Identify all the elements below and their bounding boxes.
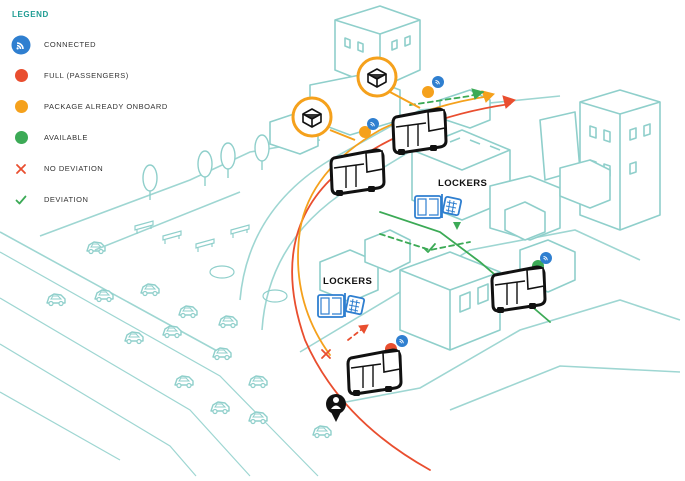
lockers-label-top: LOCKERS bbox=[438, 178, 488, 189]
legend-label: DEVIATION bbox=[44, 195, 89, 204]
legend-label: FULL (PASSENGERS) bbox=[44, 71, 129, 80]
bus-icon bbox=[329, 148, 386, 198]
lockers-top bbox=[414, 193, 463, 230]
bus-icon bbox=[490, 265, 547, 315]
legend-item-full: FULL (PASSENGERS) bbox=[8, 60, 208, 91]
lockers-bottom bbox=[317, 292, 366, 318]
cross-icon bbox=[16, 163, 26, 174]
main-road bbox=[0, 231, 330, 477]
cross-icon bbox=[321, 349, 331, 359]
wifi-icon bbox=[366, 117, 380, 131]
legend-label: CONNECTED bbox=[44, 40, 97, 49]
legend-item-connected: CONNECTED bbox=[8, 29, 208, 60]
wifi-icon bbox=[539, 251, 553, 265]
wifi-icon bbox=[431, 75, 445, 89]
buildings bbox=[269, 5, 661, 351]
package-bubble-icon bbox=[291, 96, 333, 138]
red-dot-icon bbox=[14, 69, 28, 82]
bus-icon bbox=[391, 107, 448, 157]
person-pin-icon bbox=[326, 394, 346, 422]
check-icon bbox=[423, 243, 436, 253]
orange-dot-icon bbox=[359, 126, 371, 138]
legend-item-deviation: DEVIATION bbox=[8, 184, 208, 215]
green-dot-icon bbox=[14, 131, 28, 144]
wifi-icon bbox=[395, 334, 409, 348]
check-icon bbox=[15, 195, 27, 204]
bus-icon bbox=[346, 348, 403, 398]
orange-dot-icon bbox=[422, 86, 434, 98]
legend-title: LEGEND bbox=[12, 10, 49, 19]
park bbox=[134, 134, 288, 303]
deviation-markers bbox=[321, 243, 436, 359]
legend-item-no-deviation: NO DEVIATION bbox=[8, 153, 208, 184]
legend-label: PACKAGE ALREADY ONBOARD bbox=[44, 102, 168, 111]
legend-label: AVAILABLE bbox=[44, 133, 88, 142]
green-marker-icon bbox=[453, 222, 461, 230]
wifi-icon bbox=[11, 35, 31, 54]
legend-item-available: AVAILABLE bbox=[8, 122, 208, 153]
legend-label: NO DEVIATION bbox=[44, 164, 104, 173]
legend-item-package: PACKAGE ALREADY ONBOARD bbox=[8, 91, 208, 122]
orange-dot-icon bbox=[14, 100, 28, 113]
lockers-label-bottom: LOCKERS bbox=[323, 276, 373, 287]
package-bubble-icon bbox=[356, 56, 398, 98]
legend: LEGEND CONNECTED FULL (PASSENGERS) PACKA… bbox=[8, 10, 208, 215]
route-green-dashed bbox=[409, 91, 484, 106]
